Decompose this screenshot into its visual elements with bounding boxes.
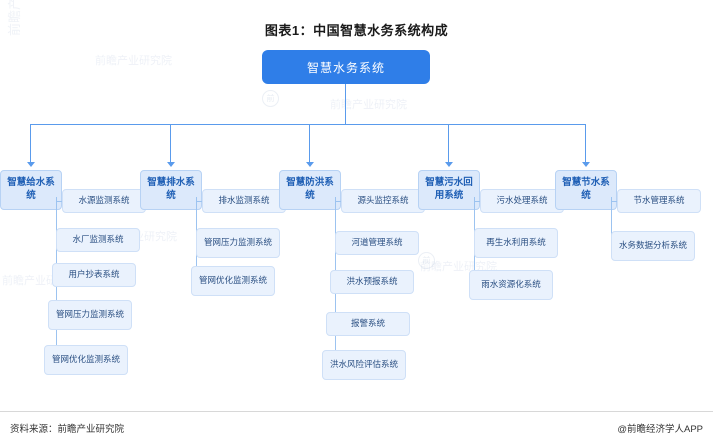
source-label: 资料来源：前瞻产业研究院	[10, 424, 125, 435]
footer-divider	[0, 411, 713, 412]
watermark-text: 前瞻产业研究院	[330, 99, 407, 111]
leaf-node-1-5[interactable]: 管网优化监测系统	[44, 345, 128, 375]
branch-3-child-link-1	[335, 201, 341, 202]
branch-2-child-link-1	[196, 201, 202, 202]
branch-node-4[interactable]: 智慧污水回用系统	[418, 170, 480, 210]
leaf-node-2-3[interactable]: 管网优化监测系统	[191, 266, 275, 296]
leaf-node-1-3[interactable]: 用户抄表系统	[52, 263, 136, 287]
credit-label: @前瞻经济学人APP	[617, 424, 703, 435]
arrow-down-icon-3	[305, 162, 314, 167]
leaf-node-3-3[interactable]: 洪水预报系统	[330, 270, 414, 294]
connector-drop-2	[170, 124, 171, 162]
leaf-node-3-4[interactable]: 报警系统	[326, 312, 410, 336]
connector-drop-5	[585, 124, 586, 162]
root-node: 智慧水务系统	[262, 50, 430, 84]
branch-5-child-link-1	[611, 201, 617, 202]
watermark-text: 前瞻产业研究院	[95, 55, 172, 67]
branch-node-1[interactable]: 智慧给水系统	[0, 170, 62, 210]
leaf-node-5-1[interactable]: 节水管理系统	[617, 189, 701, 213]
arrow-down-icon-4	[444, 162, 453, 167]
branch-4-child-link-1	[474, 201, 480, 202]
branch-node-3[interactable]: 智慧防洪系统	[279, 170, 341, 210]
page-title: 图表1：中国智慧水务系统构成	[264, 23, 449, 38]
leaf-node-1-1[interactable]: 水源监测系统	[62, 189, 146, 213]
branch-node-5[interactable]: 智慧节水系统	[555, 170, 617, 210]
connector-drop-1	[30, 124, 31, 162]
leaf-node-1-2[interactable]: 水厂监测系统	[56, 228, 140, 252]
leaf-node-4-3[interactable]: 雨水资源化系统	[469, 270, 553, 300]
branch-node-2[interactable]: 智慧排水系统	[140, 170, 202, 210]
leaf-node-3-2[interactable]: 河道管理系统	[335, 231, 419, 255]
leaf-node-3-5[interactable]: 洪水风险评估系统	[322, 350, 406, 380]
connector-drop-3	[309, 124, 310, 162]
connector-spine	[30, 124, 585, 125]
leaf-node-4-1[interactable]: 污水处理系统	[480, 189, 564, 213]
arrow-down-icon-2	[166, 162, 175, 167]
branch-5-vertical-rail	[611, 197, 612, 252]
watermark-logo-icon: 前	[418, 252, 435, 269]
connector-root-vertical	[345, 84, 346, 124]
leaf-node-5-2[interactable]: 水务数据分析系统	[611, 231, 695, 261]
arrow-down-icon-5	[581, 162, 590, 167]
arrow-down-icon-1	[26, 162, 35, 167]
leaf-node-3-1[interactable]: 源头监控系统	[341, 189, 425, 213]
leaf-node-2-2[interactable]: 管网压力监测系统	[196, 228, 280, 258]
leaf-node-2-1[interactable]: 排水监测系统	[202, 189, 286, 213]
branch-1-child-link-1	[56, 201, 62, 202]
leaf-node-4-2[interactable]: 再生水利用系统	[474, 228, 558, 258]
watermark-logo-icon: 前	[262, 90, 279, 107]
connector-drop-4	[448, 124, 449, 162]
leaf-node-1-4[interactable]: 管网压力监测系统	[48, 300, 132, 330]
